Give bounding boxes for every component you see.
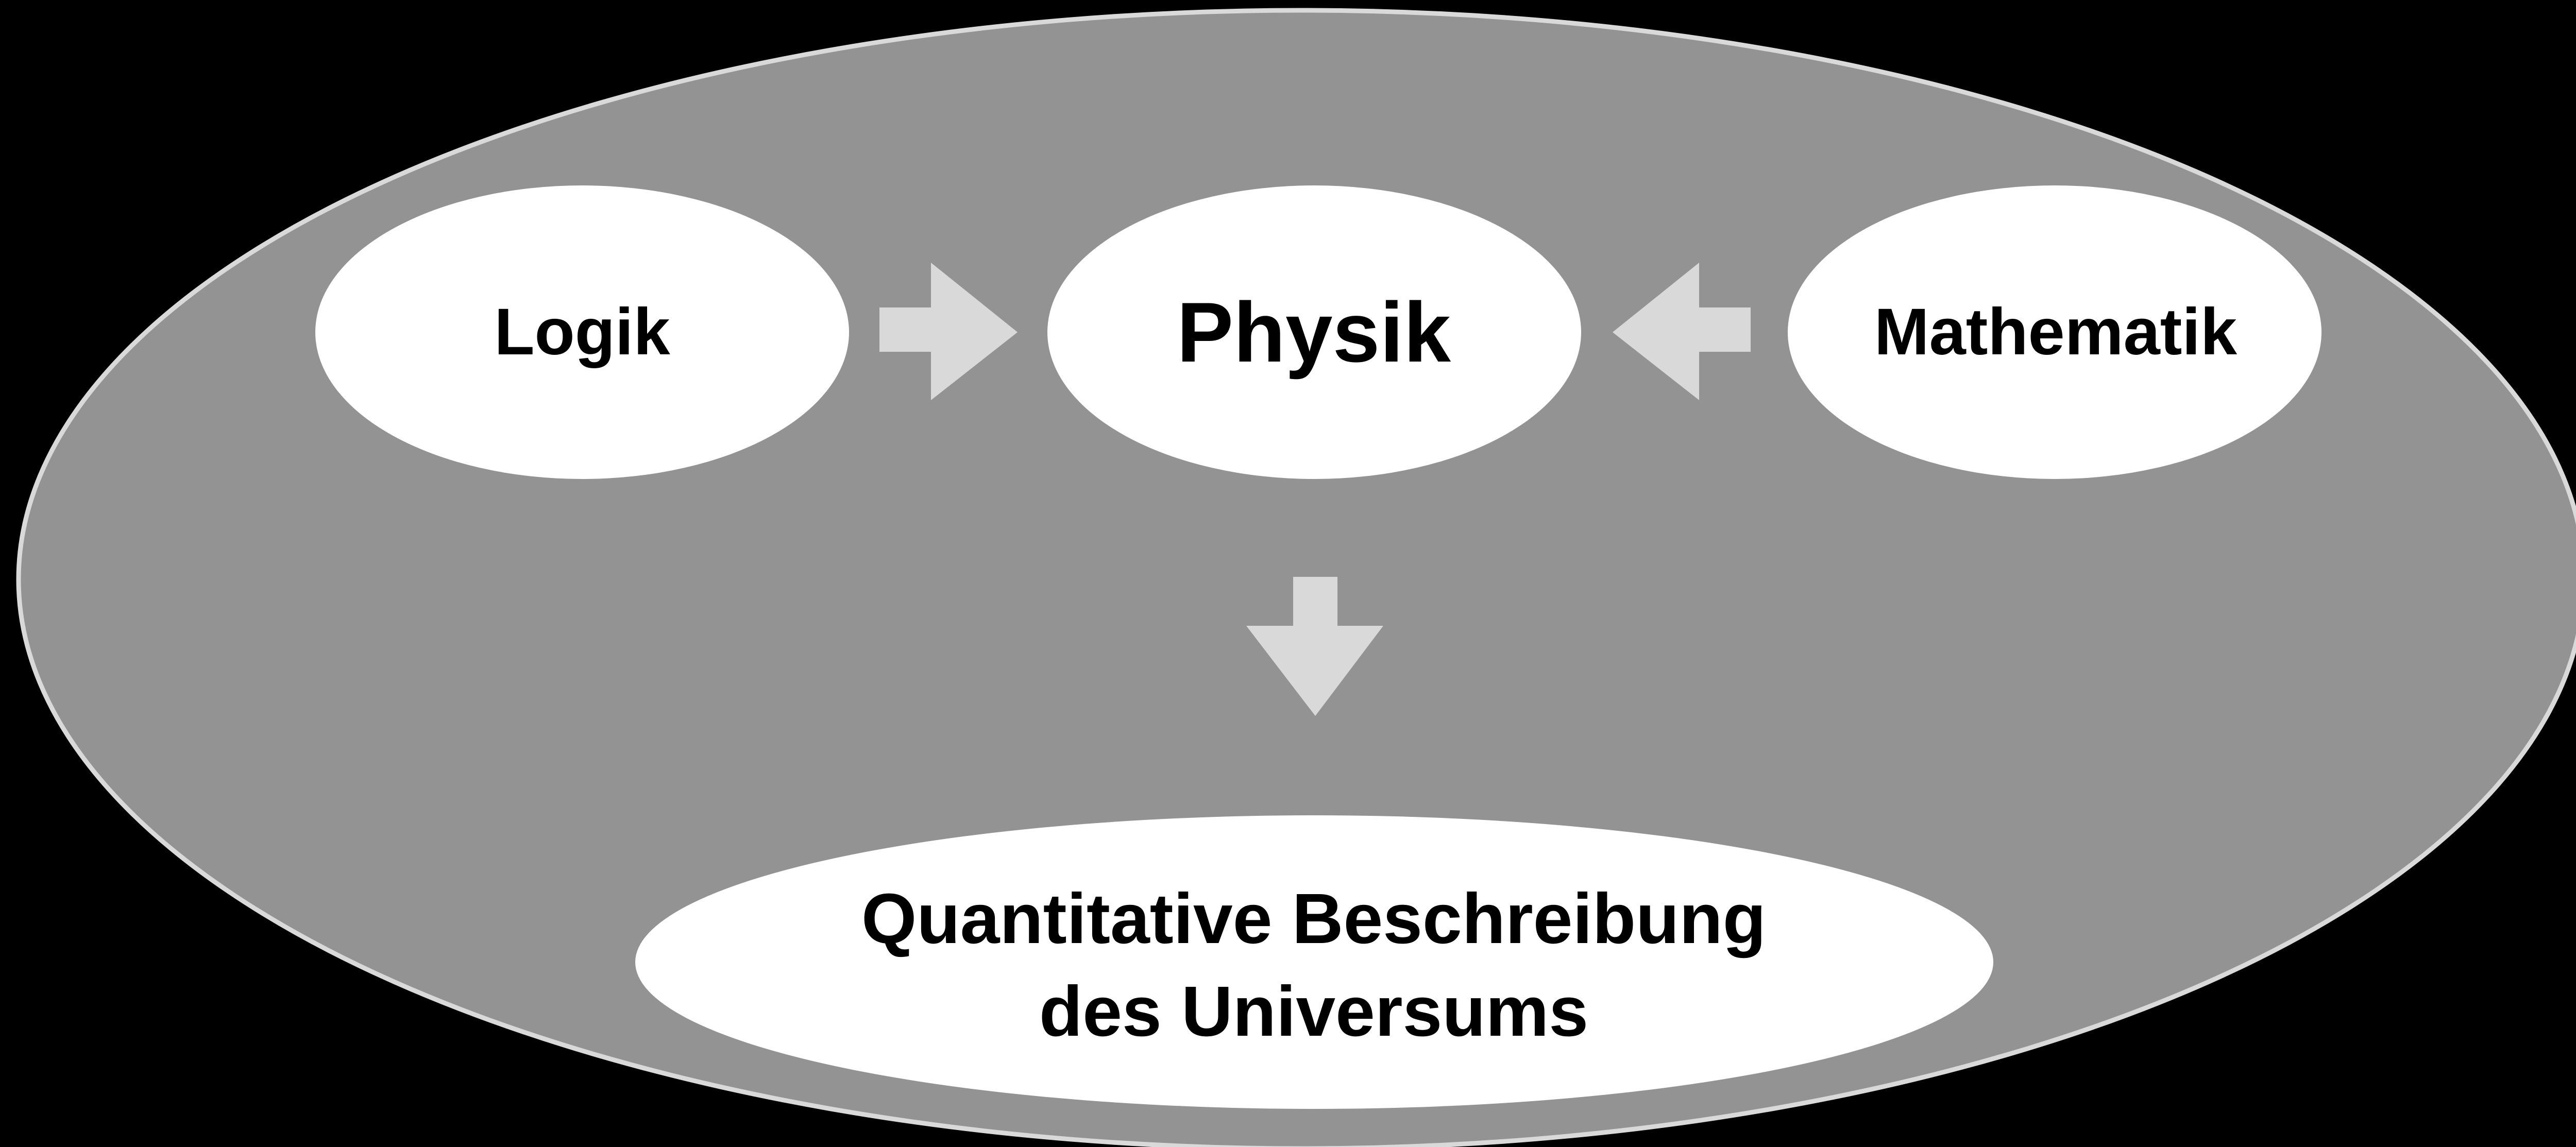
arrow-right	[879, 263, 1018, 400]
mathematics-node	[1788, 185, 2321, 479]
mathematics-label: Mathematik	[1874, 295, 2238, 369]
arrow-left	[1613, 263, 1751, 400]
logic-label: Logik	[494, 295, 670, 369]
arrow-down	[1246, 577, 1383, 716]
physics-label: Physik	[1177, 285, 1451, 380]
result-label-line1: Quantitative Beschreibung	[861, 879, 1766, 959]
result-label-line2: des Universums	[1039, 972, 1589, 1052]
physics-node	[1047, 185, 1581, 479]
result-node	[635, 815, 1993, 1109]
logic-node	[315, 185, 849, 479]
